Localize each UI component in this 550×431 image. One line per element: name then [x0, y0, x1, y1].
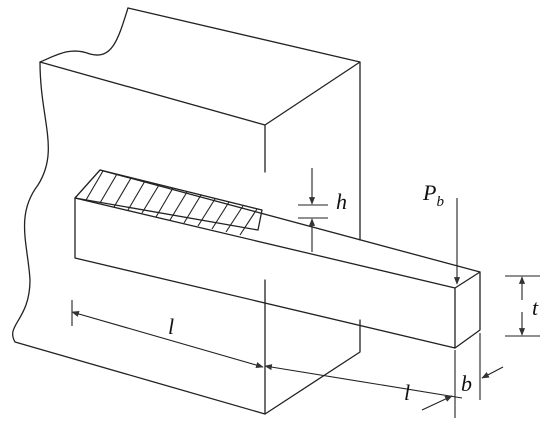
load-arrow: Pb [422, 180, 461, 285]
label-l-front: l [168, 314, 174, 339]
bar-end-face [454, 271, 481, 349]
label-t: t [532, 295, 539, 320]
support-break-line [12, 7, 266, 415]
weld-hatching [85, 170, 258, 236]
support-front-face [127, 7, 361, 415]
weld-outline [74, 169, 263, 231]
dimension-l-back: l [264, 364, 463, 411]
weld-bead [74, 169, 263, 236]
label-b: b [461, 371, 472, 396]
bar-top-face [74, 169, 481, 289]
label-h: h [336, 189, 347, 214]
label-p: Pb [422, 180, 444, 210]
dimension-h: h [298, 168, 347, 252]
dimension-t: t [505, 275, 540, 337]
dimension-l-front: l [71, 300, 264, 369]
label-l-back: l [404, 380, 410, 405]
support-block [12, 7, 361, 415]
support-top-edge [39, 61, 266, 126]
dimension-b: b [454, 333, 504, 418]
